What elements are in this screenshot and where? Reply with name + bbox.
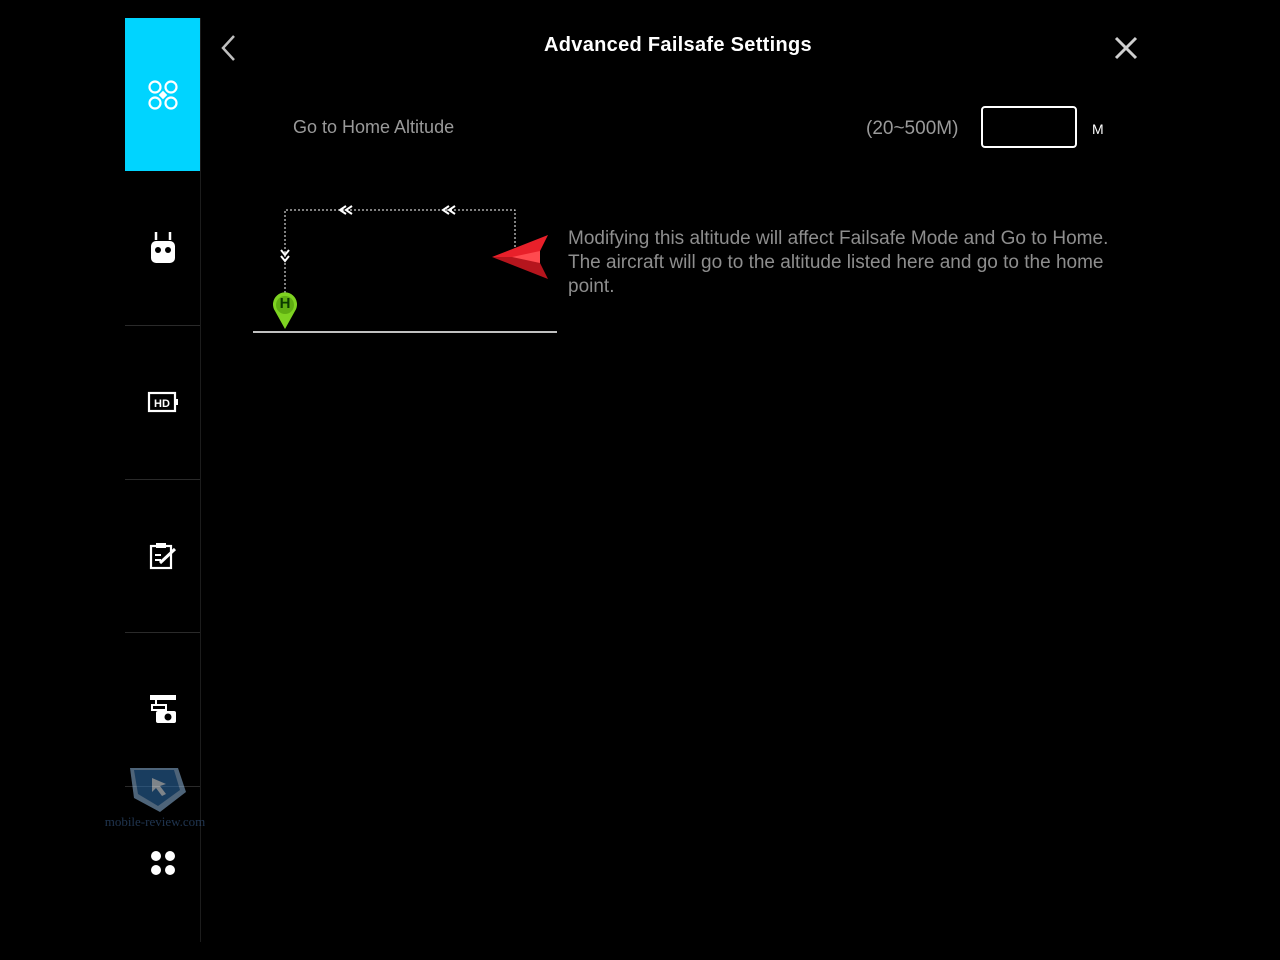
sidebar-item-gimbal[interactable] (125, 632, 200, 785)
watermark-text: mobile-review.com (104, 814, 206, 829)
home-marker-label: H (279, 295, 291, 312)
home-point-marker: H (272, 291, 298, 331)
sidebar-item-remote-controller[interactable] (125, 171, 200, 324)
close-button[interactable] (1110, 32, 1142, 64)
direction-chevrons-top (338, 205, 456, 215)
close-icon (1114, 36, 1138, 60)
sidebar-separator (125, 632, 200, 633)
direction-chevrons-down (280, 249, 290, 263)
altitude-unit: M (1092, 121, 1104, 137)
aircraft-marker (492, 235, 548, 279)
checklist-icon (149, 542, 176, 569)
sidebar-separator (125, 325, 200, 326)
flight-path (284, 209, 516, 300)
sidebar-item-more[interactable] (125, 786, 200, 939)
more-icon (150, 850, 175, 875)
sidebar-separator (125, 479, 200, 480)
svg-text:HD: HD (154, 398, 170, 410)
sidebar-divider (200, 18, 201, 942)
page-title: Advanced Failsafe Settings (544, 34, 812, 56)
back-button[interactable] (214, 30, 244, 66)
sidebar-item-hd[interactable]: HD (125, 325, 200, 478)
altitude-input[interactable] (981, 106, 1077, 148)
aircraft-icon (147, 79, 178, 110)
hd-icon: HD (147, 391, 178, 412)
altitude-description: Modifying this altitude will affect Fail… (568, 228, 1109, 297)
altitude-range: (20~500M) (866, 118, 959, 139)
altitude-label: Go to Home Altitude (293, 117, 455, 137)
sidebar-item-checklist[interactable] (125, 479, 200, 632)
sidebar: HD (125, 18, 200, 942)
watermark: mobile-review.com (100, 764, 210, 834)
remote-controller-icon (150, 231, 175, 263)
watermark-logo-icon (130, 768, 186, 812)
gimbal-camera-icon (149, 694, 176, 723)
sidebar-item-aircraft[interactable] (125, 18, 200, 171)
chevron-left-icon (221, 35, 235, 61)
return-home-diagram: H (250, 195, 560, 340)
